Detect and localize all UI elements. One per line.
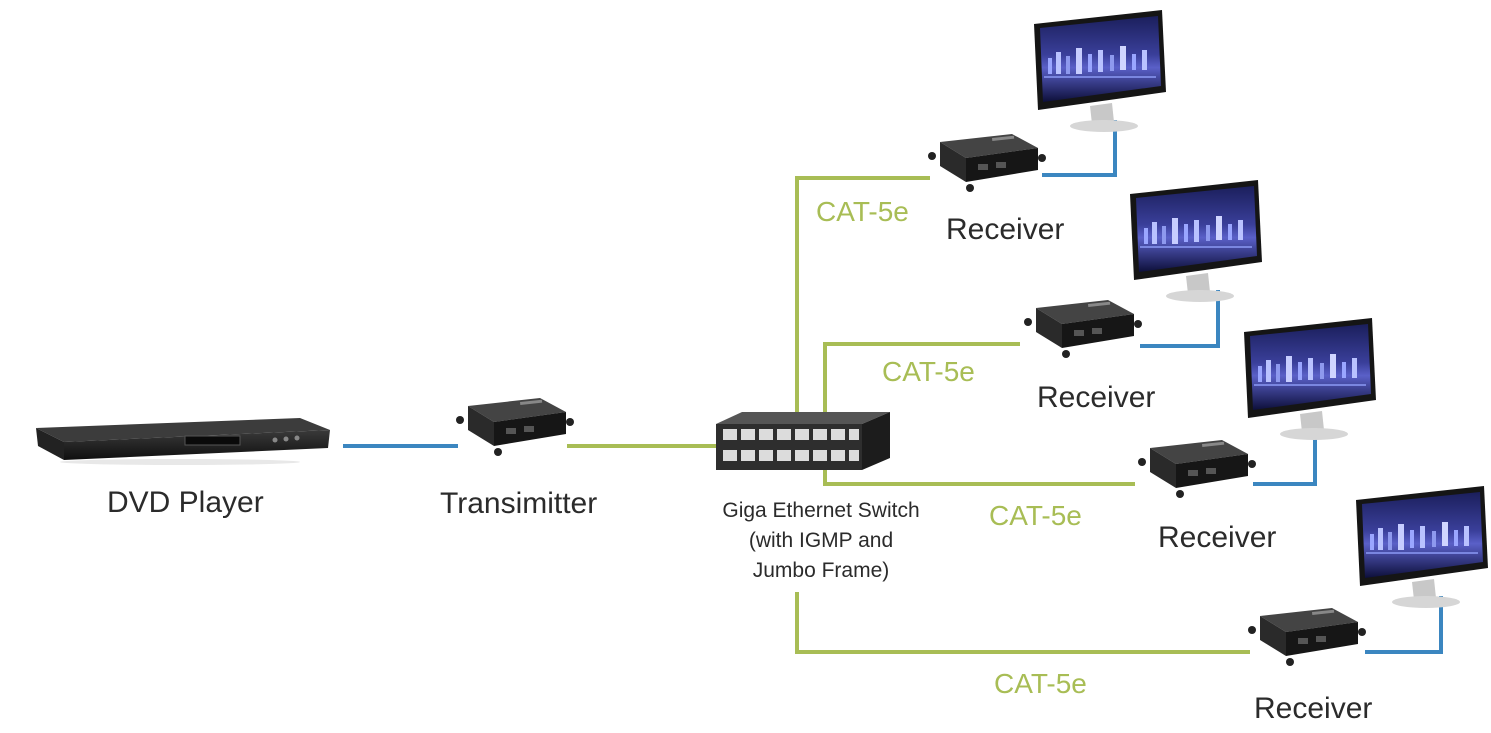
receiver-label: Receiver bbox=[1158, 521, 1277, 554]
monitor-icon bbox=[1034, 10, 1166, 132]
cable-label: CAT-5e bbox=[882, 356, 975, 387]
receiver-icon bbox=[1248, 608, 1366, 666]
cable-label: CAT-5e bbox=[994, 668, 1087, 699]
receiver-label: Receiver bbox=[946, 213, 1065, 246]
cable-label: CAT-5e bbox=[989, 500, 1082, 531]
switch-icon bbox=[716, 412, 890, 470]
receiver-label: Receiver bbox=[1037, 381, 1156, 414]
receiver-label: Receiver bbox=[1254, 692, 1373, 725]
switch-label-line-1: Giga Ethernet Switch bbox=[722, 499, 920, 522]
monitor-icon bbox=[1356, 486, 1488, 608]
switch-label: Giga Ethernet Switch (with IGMP and Jumb… bbox=[683, 496, 959, 586]
receiver-icon bbox=[1138, 440, 1256, 498]
switch-label-line-2: (with IGMP and bbox=[748, 529, 894, 552]
receiver-icon bbox=[1024, 300, 1142, 358]
monitor-icon bbox=[1244, 318, 1376, 440]
transmitter-icon bbox=[456, 398, 574, 456]
switch-label-line-3: Jumbo Frame) bbox=[752, 559, 890, 582]
cable-label: CAT-5e bbox=[816, 196, 909, 227]
dvd-player-icon bbox=[36, 418, 330, 465]
dvd-player-label: DVD Player bbox=[107, 486, 264, 519]
receiver-icon bbox=[928, 134, 1046, 192]
transmitter-label: Transimitter bbox=[440, 487, 598, 520]
monitor-icon bbox=[1130, 180, 1262, 302]
